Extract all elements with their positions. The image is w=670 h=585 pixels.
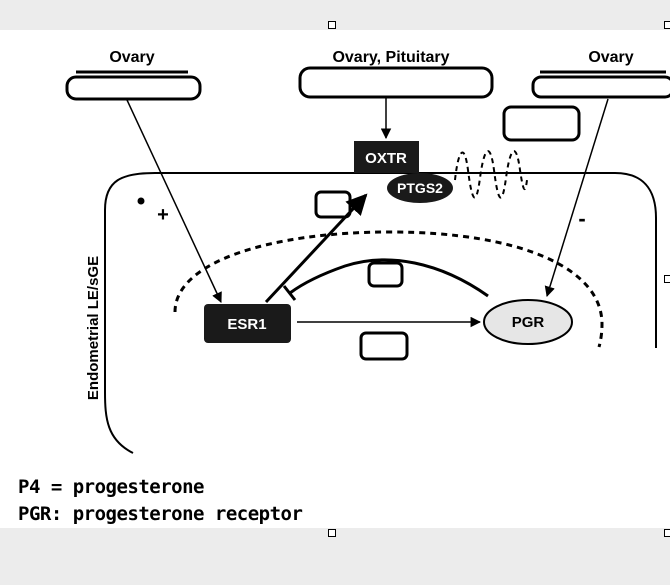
blank-box-near-oxtr[interactable] bbox=[502, 105, 581, 142]
legend-line-p4: P4 = progesterone bbox=[18, 476, 204, 498]
nucleus-outline bbox=[173, 230, 604, 348]
pgr-node-label: PGR bbox=[512, 314, 545, 331]
source-ovary-pituitary-label: Ovary, Pituitary bbox=[332, 49, 449, 66]
esr1-node-label: ESR1 bbox=[227, 316, 266, 333]
resize-handle-top-right[interactable] bbox=[664, 21, 670, 29]
legend-line-pgr: PGR: progesterone receptor bbox=[18, 503, 303, 525]
cell-type-label: Endometrial LE/sGE bbox=[85, 256, 102, 400]
resize-handle-right[interactable] bbox=[664, 275, 670, 283]
oxtr-node-label: OXTR bbox=[365, 150, 407, 167]
esr1-node bbox=[204, 304, 291, 343]
ptgs2-node bbox=[387, 173, 453, 203]
inhibition-pgr-to-esr1 bbox=[289, 258, 489, 298]
minus-sign: - bbox=[578, 206, 585, 231]
resize-handle-bottom-right[interactable] bbox=[664, 529, 670, 537]
resize-handle-top[interactable] bbox=[328, 21, 336, 29]
plus-sign: + bbox=[157, 204, 169, 226]
blank-box-center-source[interactable] bbox=[298, 66, 494, 99]
resize-handle-bottom[interactable] bbox=[328, 529, 336, 537]
plus-bullet-dot bbox=[137, 197, 145, 205]
pathway-diagram: Ovary Ovary, Pituitary Ovary Endometrial… bbox=[65, 49, 670, 454]
source-ovary-left-label: Ovary bbox=[109, 49, 154, 66]
arrow-esr1-to-ptgs2 bbox=[264, 193, 368, 304]
transmembrane-receptor bbox=[454, 150, 528, 199]
diagram-canvas: Ovary Ovary, Pituitary Ovary Endometrial… bbox=[0, 30, 670, 528]
arrow-ovary-right-to-pgr bbox=[544, 98, 609, 298]
source-ovary-right-label: Ovary bbox=[588, 49, 633, 66]
blank-box-inhibition-arc[interactable] bbox=[367, 261, 404, 288]
pgr-node bbox=[483, 299, 573, 345]
ptgs2-node-label: PTGS2 bbox=[397, 180, 443, 196]
cell-membrane bbox=[104, 172, 657, 454]
blank-box-ptgs2-arrow[interactable] bbox=[314, 190, 352, 219]
blank-box-left-source[interactable] bbox=[65, 75, 202, 101]
arrow-ovary-left-to-esr1 bbox=[126, 99, 222, 303]
inhibition-bar bbox=[282, 285, 297, 301]
oxtr-node bbox=[354, 141, 419, 173]
blank-box-right-source[interactable] bbox=[531, 75, 670, 99]
blank-box-esr1-pgr[interactable] bbox=[359, 331, 409, 361]
